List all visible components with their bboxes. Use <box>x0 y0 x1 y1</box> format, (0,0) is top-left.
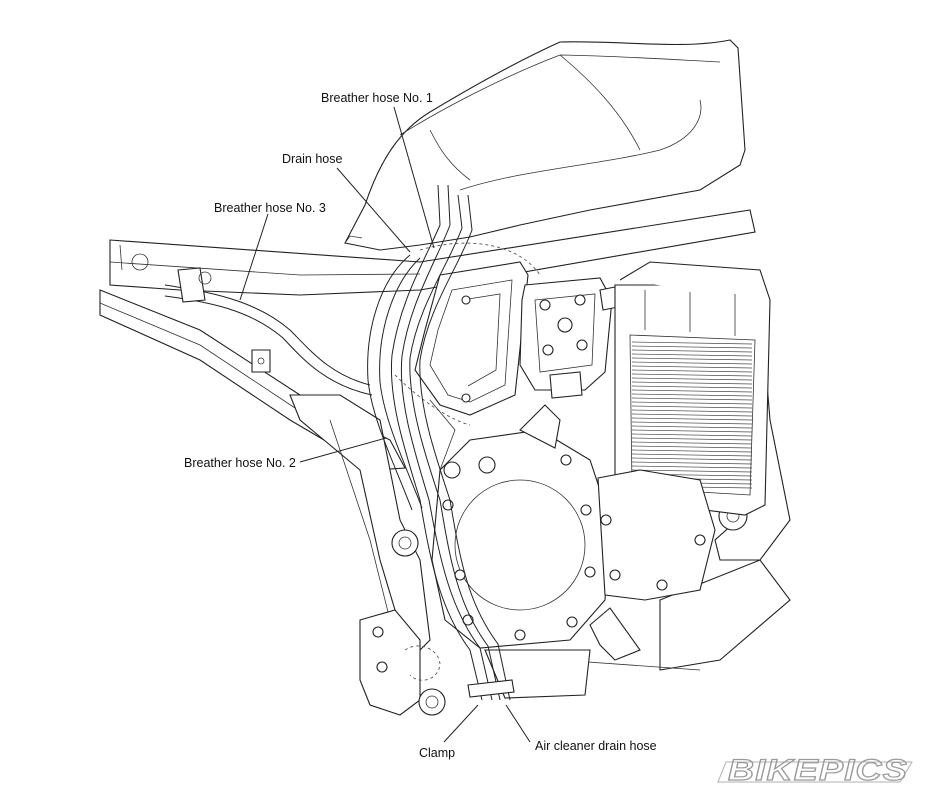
radiator-fin <box>631 357 753 361</box>
radiator-fin <box>631 469 753 473</box>
radiator-fin <box>631 417 753 421</box>
leader-lines <box>239 106 531 743</box>
radiator-fin <box>631 361 753 365</box>
radiator-fin <box>631 385 753 389</box>
radiator-fin <box>631 373 753 377</box>
fuel-tank <box>344 39 746 251</box>
air-cleaner-box <box>394 242 541 426</box>
label-breather-hose-1: Breather hose No. 1 <box>321 91 433 105</box>
radiator-fin <box>631 453 753 457</box>
bikepics-watermark-logo: BIKEPICS <box>717 753 913 788</box>
radiator-fin <box>631 389 753 393</box>
hoses <box>164 184 515 701</box>
label-drain-hose: Drain hose <box>282 152 342 166</box>
carburetor <box>519 277 629 399</box>
radiator-fin <box>631 441 753 445</box>
radiator-fin <box>631 341 753 345</box>
radiator-fin <box>631 349 753 353</box>
radiator-fin <box>631 401 753 405</box>
radiator-fin <box>631 461 753 465</box>
radiator-fin <box>631 433 753 437</box>
radiator-fin <box>631 425 753 429</box>
label-air-cleaner-drain-hose: Air cleaner drain hose <box>535 739 657 753</box>
radiator-fin <box>631 409 753 413</box>
label-breather-hose-3: Breather hose No. 3 <box>214 201 326 215</box>
radiator-fin <box>631 381 753 385</box>
radiator-fin <box>631 413 753 417</box>
radiator-fin <box>631 429 753 433</box>
label-clamp: Clamp <box>419 746 455 760</box>
radiator-fin <box>631 445 753 449</box>
engine-cases <box>429 399 716 699</box>
radiator <box>614 261 771 516</box>
radiator-fin <box>631 393 753 397</box>
radiator-fin <box>631 405 753 409</box>
radiator-fin <box>631 369 753 373</box>
radiator-fin <box>631 465 753 469</box>
svg-text:BIKEPICS: BIKEPICS <box>728 754 908 787</box>
radiator-fin <box>631 365 753 369</box>
radiator-fin <box>631 345 753 349</box>
radiator-fin <box>631 437 753 441</box>
label-breather-hose-2: Breather hose No. 2 <box>184 456 296 470</box>
radiator-fin <box>631 397 753 401</box>
radiator-fin <box>631 377 753 381</box>
radiator-fin <box>631 421 753 425</box>
radiator-fin <box>631 449 753 453</box>
radiator-fin <box>631 353 753 357</box>
radiator-fin <box>631 457 753 461</box>
